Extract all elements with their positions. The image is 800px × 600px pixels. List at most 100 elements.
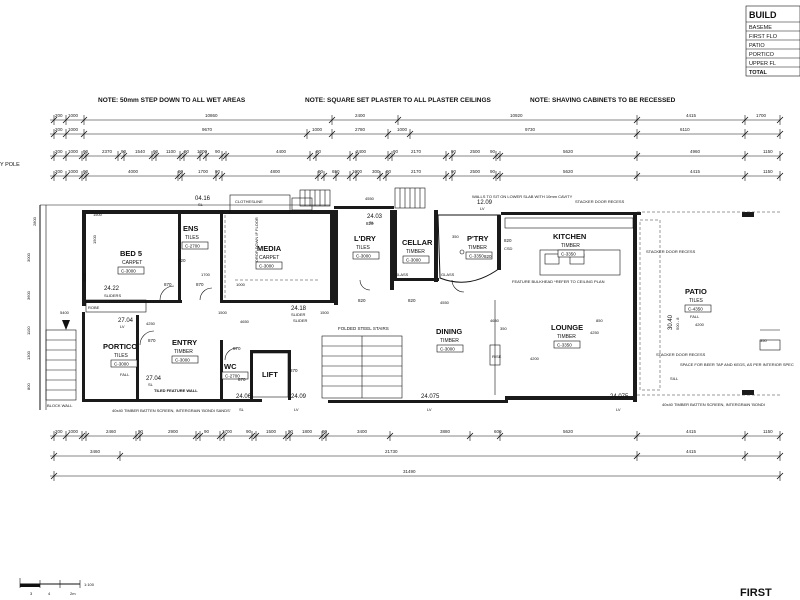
misc-num: 1500 (93, 212, 103, 217)
dim-text: 90 (322, 429, 328, 434)
dim-text: 1000 (352, 169, 363, 174)
dim-text: 2400 (355, 113, 366, 118)
room-finish-cellar: TIMBER (406, 249, 425, 255)
pole-label: Y POLE (0, 162, 20, 168)
room-finish-lounge: TIMBER (557, 334, 576, 340)
room-code-ldry: C-3000 (356, 254, 371, 259)
plan-walls (39, 187, 781, 410)
drawing-title: FIRST (740, 587, 772, 599)
dim-text: 31490 (403, 469, 416, 474)
dim-text: 5620 (563, 149, 574, 154)
dim-text: 1700 (756, 113, 767, 118)
robe-label: ROBE (88, 305, 100, 310)
room-code-media: C-3000 (259, 264, 274, 269)
room-name-ptry: P'TRY (467, 234, 489, 243)
door-width: 870 (196, 282, 204, 287)
dim-text: 2170 (411, 169, 422, 174)
dim-text: 2460 (106, 429, 117, 434)
misc-num: 1500 (320, 310, 330, 315)
level-note: SLIDER (291, 312, 306, 317)
room-finish-bed5: CARPET (122, 260, 142, 266)
dim-text: 90 (490, 169, 496, 174)
dim-text: 5620 (563, 429, 574, 434)
door-width: 870 (238, 377, 246, 382)
dim-text: 1000 (68, 127, 79, 132)
misc-num: 850 (596, 318, 603, 323)
legend-row: TOTAL (749, 70, 767, 76)
walls-note: WALLS TO SIT ON LOWER SLAB WITH 10mm CAV… (472, 194, 573, 199)
legend-table: BUILD BASEME FIRST FLO PATIO PORTICO UPP… (745, 5, 800, 77)
dim-text: 4000 (128, 169, 139, 174)
dim-text: 1000 (68, 149, 79, 154)
misc-num: 4650 (240, 319, 250, 324)
misc-num: 4650 (490, 318, 500, 323)
misc-num: 1100 (26, 326, 31, 335)
misc-num: 350 (500, 326, 507, 331)
misc-num: 4250 (146, 321, 156, 326)
misc-num: 1000 (236, 282, 246, 287)
scale-tick: 3 (30, 591, 33, 596)
level-note: LV (616, 407, 621, 412)
misc-num: 4250 (590, 330, 600, 335)
stacker-label: STACKER DOOR RECESS (575, 199, 625, 204)
misc-num: 1300 (26, 350, 31, 360)
level-value: 24.075 (421, 394, 440, 400)
dim-text: 90 (83, 169, 89, 174)
level-value: 24.22 (104, 286, 120, 292)
room-finish-media: CARPET (259, 255, 279, 261)
dim-text: 9730 (525, 127, 536, 132)
dim-text: 6110 (680, 127, 690, 132)
level-note: LV (294, 407, 299, 412)
drop-down-label: DROP DOWN IF FLOOR (254, 217, 259, 262)
dim-text: 10920 (510, 113, 523, 118)
level-note: SLIDERS (104, 293, 121, 298)
room-code-patio: C-4350 (688, 307, 703, 312)
fall-label: FALL (120, 372, 130, 377)
misc-num: 350 (452, 234, 459, 239)
bulkhead-note: FEATURE BULKHEAD *REFER TO CEILING PLAN (512, 279, 605, 284)
screen-label-right: 40x40 TIMBER BATTEN SCREEN, INTERGRAIN '… (662, 402, 765, 407)
door-width: 820 (484, 254, 492, 259)
dim-text: 1500 (266, 429, 277, 434)
level-value: 27.04 (146, 376, 162, 382)
dim-text: 90 (318, 169, 324, 174)
room-name-cellar: CELLAR (402, 238, 433, 247)
door-width: 720 (178, 258, 186, 263)
dim-text: 600 (494, 429, 502, 434)
door-width: 820 (366, 221, 374, 226)
misc-num: 1700 (201, 272, 211, 277)
dim-text: 3880 (440, 429, 451, 434)
level-note: SL (239, 407, 245, 412)
room-finish-entry: TIMBER (174, 349, 193, 355)
misc-num: 4550 (365, 196, 375, 201)
room-name-portico: PORTICO (103, 342, 137, 351)
dim-text: 200 (55, 127, 63, 132)
room-name-dining: DINING (436, 327, 462, 336)
fall-label: FALL (690, 314, 700, 319)
level-value: 30.40 (668, 314, 674, 330)
room-code-kitchen: C-3350 (561, 252, 576, 257)
dim-text: 1000 (68, 113, 79, 118)
room-name-lounge: LOUNGE (551, 323, 583, 332)
sill-label: SILL (670, 376, 679, 381)
csd-label: CSD (504, 246, 513, 251)
glass-label: GLASS (441, 272, 455, 277)
misc-num: 800 (26, 383, 31, 390)
misc-num: 2800 (32, 216, 37, 226)
misc-num: 4200 (530, 356, 540, 361)
room-name-ldry: L'DRY (354, 234, 376, 243)
room-name-ens: ENS (183, 224, 198, 233)
door-width: 870 (233, 346, 241, 351)
level-value: 04.16 (195, 196, 211, 202)
bottom-dimension-lines: 200 1000 2460 90 2900 90 1700 90 1500 90… (50, 429, 784, 481)
dim-text: 4415 (686, 113, 697, 118)
dim-text: 200 (55, 149, 63, 154)
note-plaster: NOTE: SQUARE SET PLASTER TO ALL PLASTER … (305, 97, 492, 104)
room-name-kitchen: KITCHEN (553, 232, 586, 241)
level-note: SL (148, 382, 154, 387)
glass-label: GLASS (395, 272, 409, 277)
level-value: 27.04 (118, 318, 134, 324)
dim-text: 9670 (202, 127, 213, 132)
room-code-ptry: C-3350 (469, 254, 484, 259)
room-name-media: MEDIA (257, 244, 282, 253)
